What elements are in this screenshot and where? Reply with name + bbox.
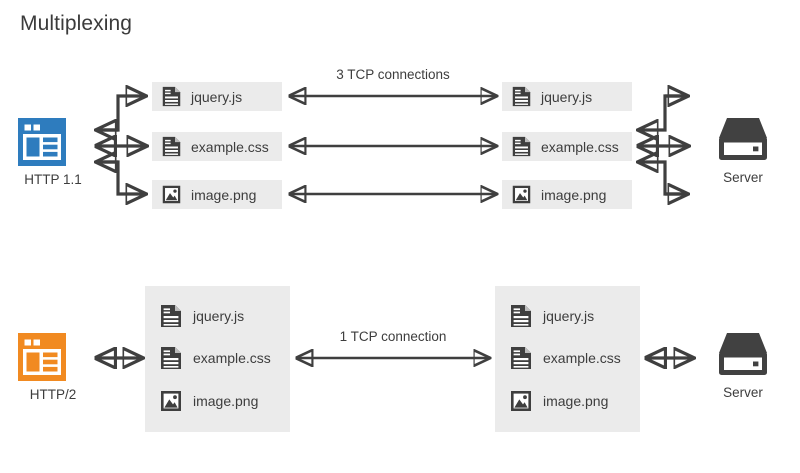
- panel-file-row[interactable]: image.png: [159, 389, 258, 413]
- http2-server-endpoint[interactable]: Server: [705, 333, 781, 400]
- http11-client-wire-image: [96, 162, 146, 194]
- http11-server-wire-jquery: [638, 96, 688, 130]
- http11-server-file-box[interactable]: example.css: [502, 132, 632, 161]
- http11-server-file-box[interactable]: image.png: [502, 180, 632, 209]
- http2-client-stream-panel[interactable]: jquery.js example.css image.png: [145, 286, 290, 432]
- document-icon: [512, 136, 531, 157]
- server-icon: [719, 333, 767, 375]
- http11-client-file-box[interactable]: jquery.js: [152, 82, 282, 111]
- http2-server-stream-panel[interactable]: jquery.js example.css image.png: [495, 286, 640, 432]
- file-name: example.css: [543, 350, 621, 366]
- http11-server-file-box[interactable]: jquery.js: [502, 82, 632, 111]
- document-icon: [162, 86, 181, 107]
- panel-file-row[interactable]: example.css: [509, 346, 621, 370]
- file-name: image.png: [541, 186, 607, 203]
- http11-client-wire-jquery: [96, 96, 146, 130]
- server-icon: [719, 118, 767, 160]
- http11-server-label: Server: [723, 170, 763, 185]
- image-file-icon: [512, 185, 531, 204]
- http11-server-endpoint[interactable]: Server: [705, 118, 781, 185]
- http11-connection-label: 3 TCP connections: [336, 67, 450, 82]
- document-icon: [161, 305, 181, 327]
- document-icon: [511, 305, 531, 327]
- panel-file-row[interactable]: jquery.js: [159, 304, 244, 328]
- http11-client-endpoint[interactable]: HTTP 1.1: [18, 118, 88, 187]
- panel-file-row[interactable]: jquery.js: [509, 304, 594, 328]
- http11-client-label: HTTP 1.1: [24, 172, 82, 187]
- file-name: example.css: [191, 138, 269, 155]
- http2-client-endpoint[interactable]: HTTP/2: [18, 333, 88, 402]
- document-icon: [512, 86, 531, 107]
- document-icon: [511, 347, 531, 369]
- file-name: jquery.js: [193, 308, 245, 324]
- browser-window-icon: [18, 333, 66, 381]
- page-title: Multiplexing: [20, 12, 133, 35]
- http2-connection-label: 1 TCP connection: [339, 329, 447, 344]
- file-name: image.png: [543, 393, 609, 409]
- file-name: example.css: [541, 138, 619, 155]
- file-name: example.css: [193, 350, 271, 366]
- image-file-icon: [161, 391, 181, 411]
- document-icon: [162, 136, 181, 157]
- http2-client-label: HTTP/2: [29, 387, 77, 402]
- image-file-icon: [162, 185, 181, 204]
- http11-client-file-box[interactable]: image.png: [152, 180, 282, 209]
- file-name: jquery.js: [543, 308, 595, 324]
- http11-server-wire-image: [638, 162, 688, 194]
- http2-server-label: Server: [723, 385, 763, 400]
- file-name: jquery.js: [541, 88, 593, 105]
- http11-client-file-box[interactable]: example.css: [152, 132, 282, 161]
- image-file-icon: [511, 391, 531, 411]
- panel-file-row[interactable]: image.png: [509, 389, 608, 413]
- browser-window-icon: [18, 118, 66, 166]
- file-name: jquery.js: [191, 88, 243, 105]
- document-icon: [161, 347, 181, 369]
- panel-file-row[interactable]: example.css: [159, 346, 271, 370]
- file-name: image.png: [193, 393, 259, 409]
- file-name: image.png: [191, 186, 257, 203]
